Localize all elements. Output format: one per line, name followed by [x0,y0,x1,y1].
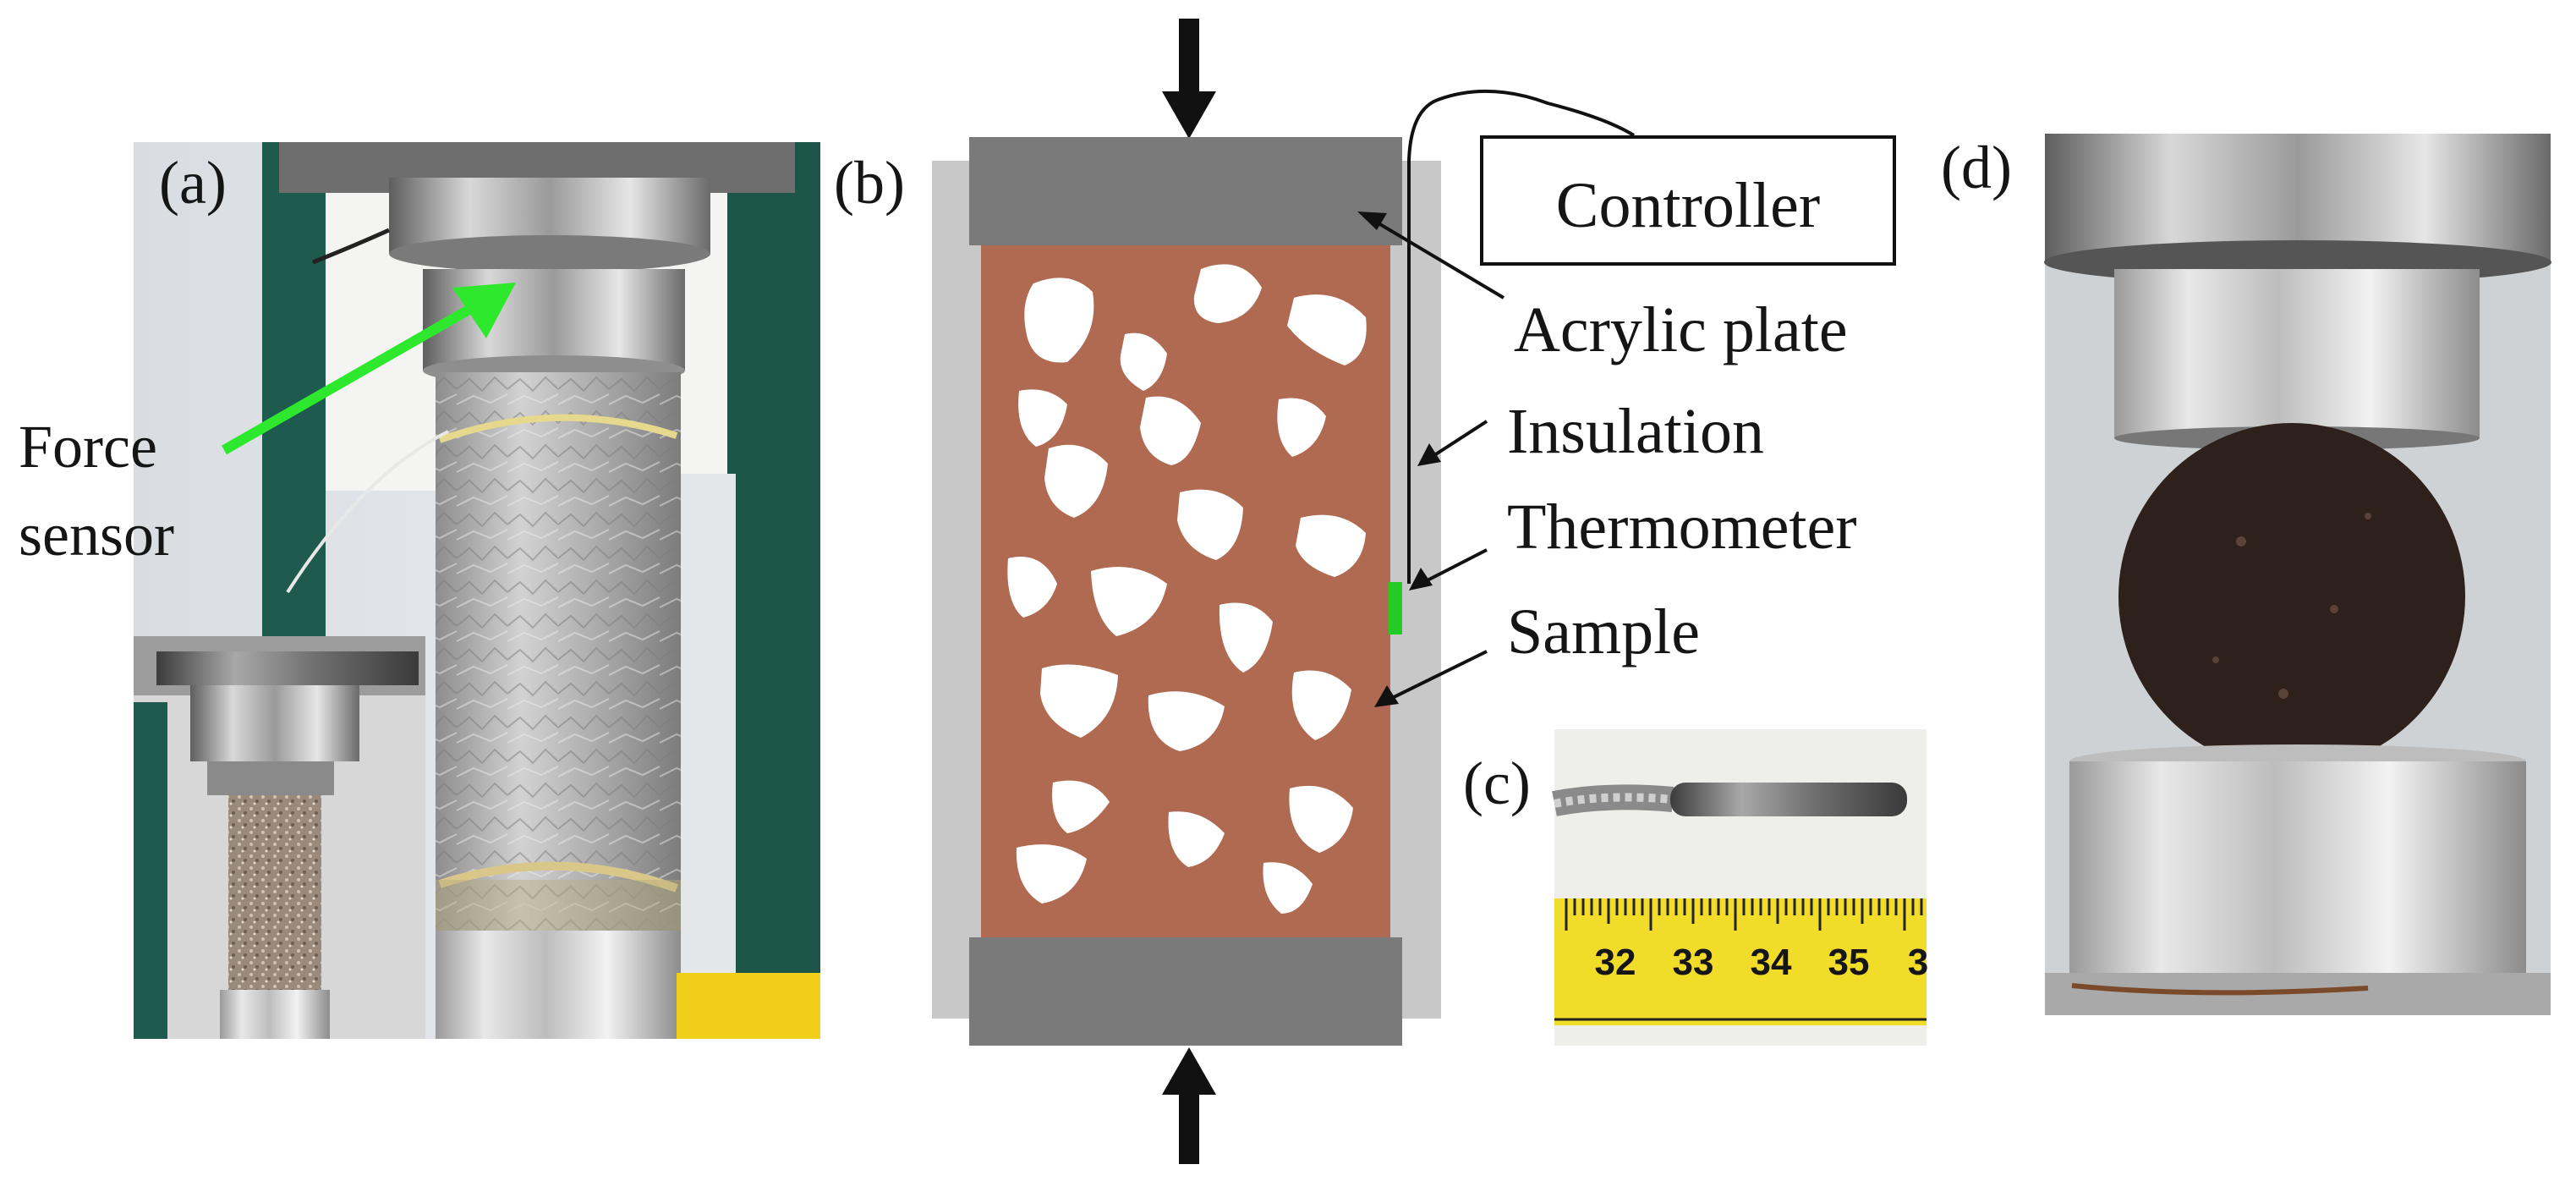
panel-d-label: (d) [1941,134,2012,201]
ruler-tick-33: 33 [1673,942,1714,983]
thermometer-label: Thermometer [1507,492,1857,563]
bottom-acrylic-plate [969,937,1402,1046]
controller-label: Controller [1556,170,1820,241]
panel-b-label: (b) [834,149,905,217]
ruler-tick-34: 34 [1751,942,1792,983]
top-acrylic-plate [969,137,1402,245]
ruler-tick-36-partial: 3 [1908,942,1928,983]
top-load-arrow [1162,19,1216,139]
ruler-tick-32: 32 [1595,942,1636,983]
ruler [1554,898,1927,1025]
force-sensor-label-line1: Force [19,413,157,481]
panel-a-label: (a) [159,149,227,217]
panel-b-schematic: Controller Acrylic plate Insulation Ther… [932,19,1896,1164]
thermometer-wire [1407,89,1636,584]
acrylic-plate-label: Acrylic plate [1514,294,1848,365]
bottom-load-arrow [1162,1047,1216,1164]
controller-box [1480,135,1896,266]
panel-c-label: (c) [1463,750,1531,817]
leader-arrows [1357,211,1505,707]
ruler-ticks [1554,898,1927,1021]
panel-c-photo: 32 33 34 35 3 [1552,729,1928,1046]
insulation-label: Insulation [1507,396,1764,467]
aggregate-particles [1007,264,1367,914]
sample-label: Sample [1507,596,1700,667]
thermometer-probe [1670,783,1907,816]
panel-a-photo [134,142,820,1039]
force-sensor-arrow [222,283,516,455]
disc-sample [2118,423,2465,770]
ruler-tick-35: 35 [1828,942,1870,983]
thermometer-sensor [1389,582,1402,634]
force-sensor-label-line2: sensor [19,501,174,569]
panel-d-photo [2044,134,2551,1015]
panel-a-inset-photo [134,636,425,1039]
